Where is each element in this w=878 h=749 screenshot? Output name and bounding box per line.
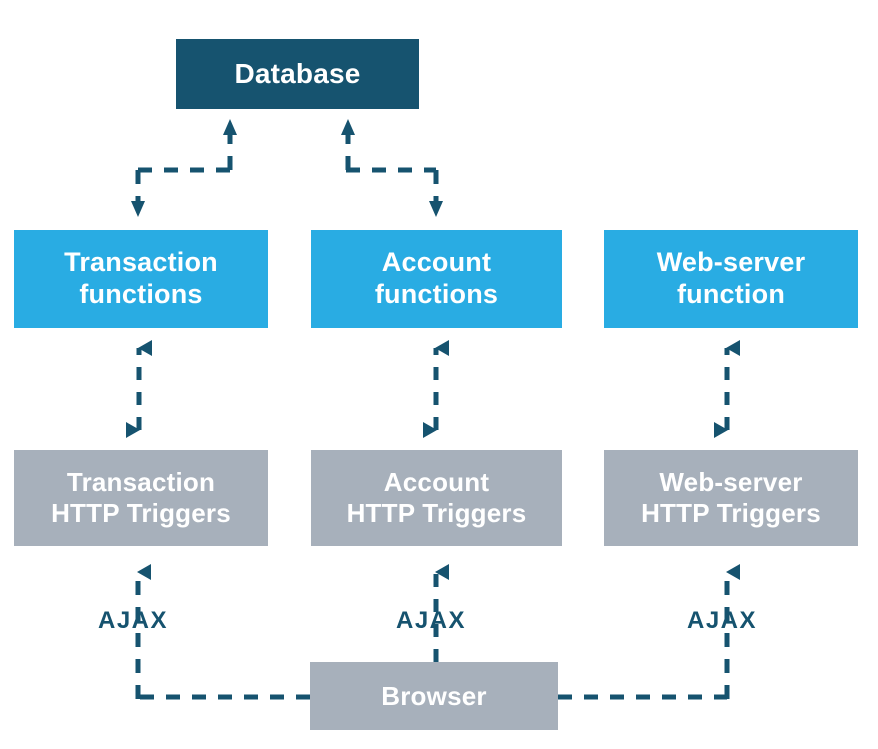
node-webserver-function-label: Web-server function [657,247,806,311]
node-browser[interactable]: Browser [310,662,558,730]
edge-label-ajax-account: AJAX [396,607,467,634]
label-line-1: Account [381,247,492,278]
label-line-1: Transaction [66,467,216,498]
label-line-2: HTTP Triggers [641,498,821,528]
label-line-2: functions [374,279,499,309]
label-line-2: HTTP Triggers [51,498,231,528]
label-line-1: Web-server [659,467,803,498]
label-line-2: function [676,279,786,309]
node-account-functions[interactable]: Account functions [311,230,562,328]
connector-browser-transaction-ajax [135,564,310,700]
label-line-1: Web-server [656,247,806,278]
node-account-http-triggers[interactable]: Account HTTP Triggers [311,450,562,546]
label-line-1: Account [383,467,490,498]
label-line-2: HTTP Triggers [346,498,527,528]
node-browser-label: Browser [381,680,487,711]
connector-database-account [341,119,443,217]
node-webserver-function[interactable]: Web-server function [604,230,858,328]
node-webserver-http-triggers[interactable]: Web-server HTTP Triggers [604,450,858,546]
node-database[interactable]: Database [176,39,419,109]
node-account-http-triggers-label: Account HTTP Triggers [347,467,527,528]
label-line-2: functions [79,279,203,309]
connector-database-transaction [131,119,237,217]
node-transaction-http-triggers[interactable]: Transaction HTTP Triggers [14,450,268,546]
edge-label-ajax-webserver: AJAX [687,607,758,634]
edge-label-ajax-transaction: AJAX [98,607,169,634]
node-account-functions-label: Account functions [375,247,498,311]
node-webserver-http-triggers-label: Web-server HTTP Triggers [641,467,821,528]
node-transaction-http-triggers-label: Transaction HTTP Triggers [51,467,231,528]
node-transaction-functions-label: Transaction functions [64,247,218,311]
node-transaction-functions[interactable]: Transaction functions [14,230,268,328]
label-line-1: Transaction [64,247,218,278]
node-database-label: Database [234,58,361,90]
connector-browser-webserver-ajax [558,564,740,700]
